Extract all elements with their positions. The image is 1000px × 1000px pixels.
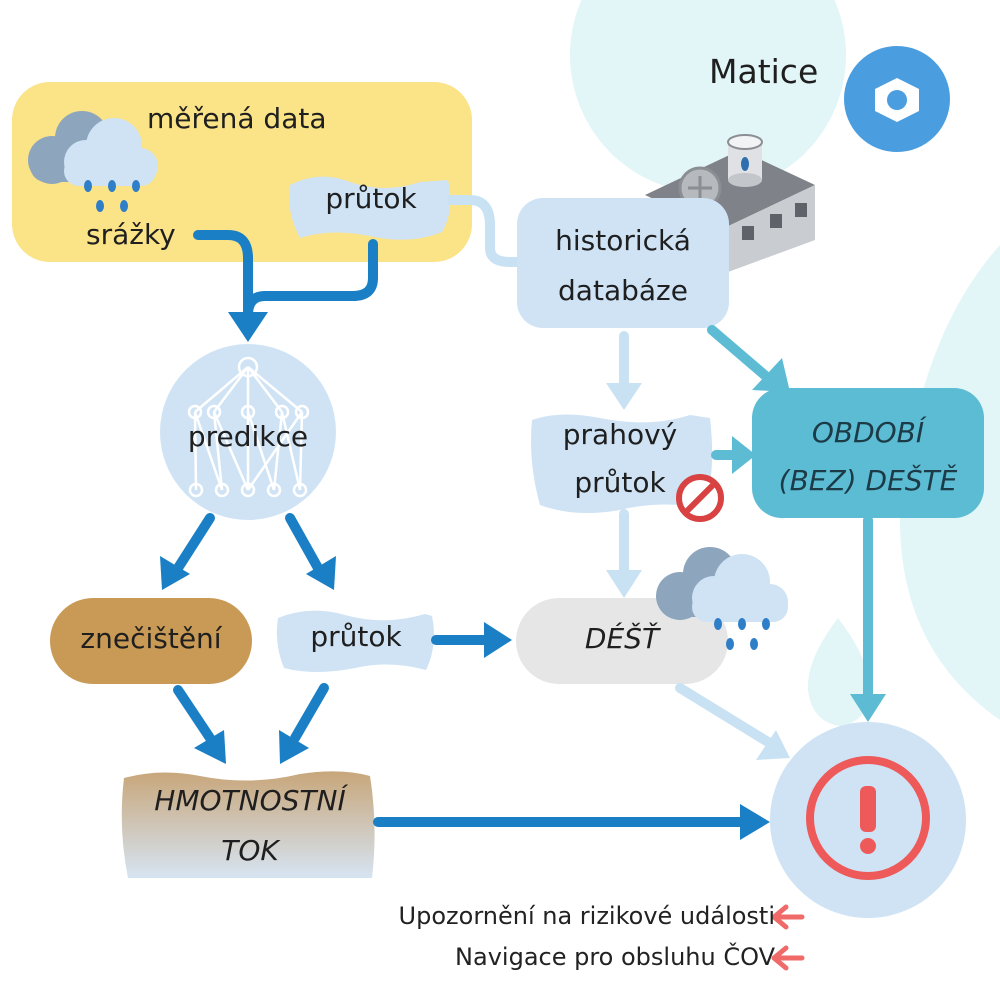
arrowhead-pollution-to-mass [194,730,226,764]
pollution-node [50,598,252,684]
arrowhead-mass-to-alert [740,804,770,840]
flow-measured-node [289,176,451,240]
arrow-pollution-to-mass [173,685,215,743]
mass-flow-line1: HMOTNOSTNÍ [154,784,346,817]
mass-flow-node [121,771,375,878]
legend-arrow-icons [771,904,805,971]
threshold-line2: průtok [574,466,666,499]
arrow-prediction-to-flow [285,513,323,573]
dry-period-line1: OBDOBÍ [811,416,925,449]
arrowhead-prediction-to-pollution [160,556,190,590]
arrow-rain-to-alert [675,683,773,747]
threshold-flow-node [531,414,713,514]
arrowhead-threshold-to-dry [732,436,756,474]
exclamation-alert-icon [806,756,930,880]
dry-period-line2: (BEZ) DEŠTĚ [778,464,958,497]
connector-flow-to-db [447,195,527,267]
arrowhead-db-to-dry-period [752,358,790,392]
arrowhead-flow-to-rain [484,622,512,658]
arrows-measured-to-prediction [193,230,378,323]
brand-name: Matice [709,52,819,91]
legend-risk-alerts: Upozornění na rizikové události [398,902,775,930]
rainfall-label: srážky [86,218,176,251]
flow-predicted-node [276,610,434,672]
neural-network-icon [187,356,310,498]
historical-db-line2: databáze [558,274,688,307]
arrowhead-dry-to-alert [850,694,886,722]
arrow-db-to-dry-period [707,325,773,383]
historical-db-node [517,198,729,328]
rain-cloud-icon [28,111,158,212]
legend-operator-navigation: Navigace pro obsluhu ČOV [455,943,775,971]
flow-predicted-label: průtok [310,620,402,653]
arrowhead-threshold-to-rain [606,570,642,598]
flow-measured-label: průtok [325,182,417,215]
arrowhead-to-prediction [228,312,268,342]
forbidden-icon [676,474,724,522]
pollution-label: znečištění [80,622,222,655]
hex-nut-icon [844,46,950,152]
threshold-line1: prahový [562,418,678,451]
rain-node [516,598,728,684]
arrow-flow-to-mass [290,683,329,743]
rain-cloud-right-icon [656,547,788,650]
rain-label: DÉŠŤ [584,622,660,655]
arrowhead-db-to-threshold [606,383,642,410]
historical-db-line1: historická [555,224,691,257]
prediction-label: predikce [187,420,309,453]
arrowhead-rain-to-alert [756,730,790,760]
mass-flow-line2: TOK [221,834,279,867]
arrowhead-flow-to-mass [279,730,309,764]
measured-data-label: měřená data [147,102,327,135]
arrowhead-prediction-to-flow [306,556,336,590]
arrow-prediction-to-pollution [173,513,215,573]
dry-period-node [752,388,984,518]
